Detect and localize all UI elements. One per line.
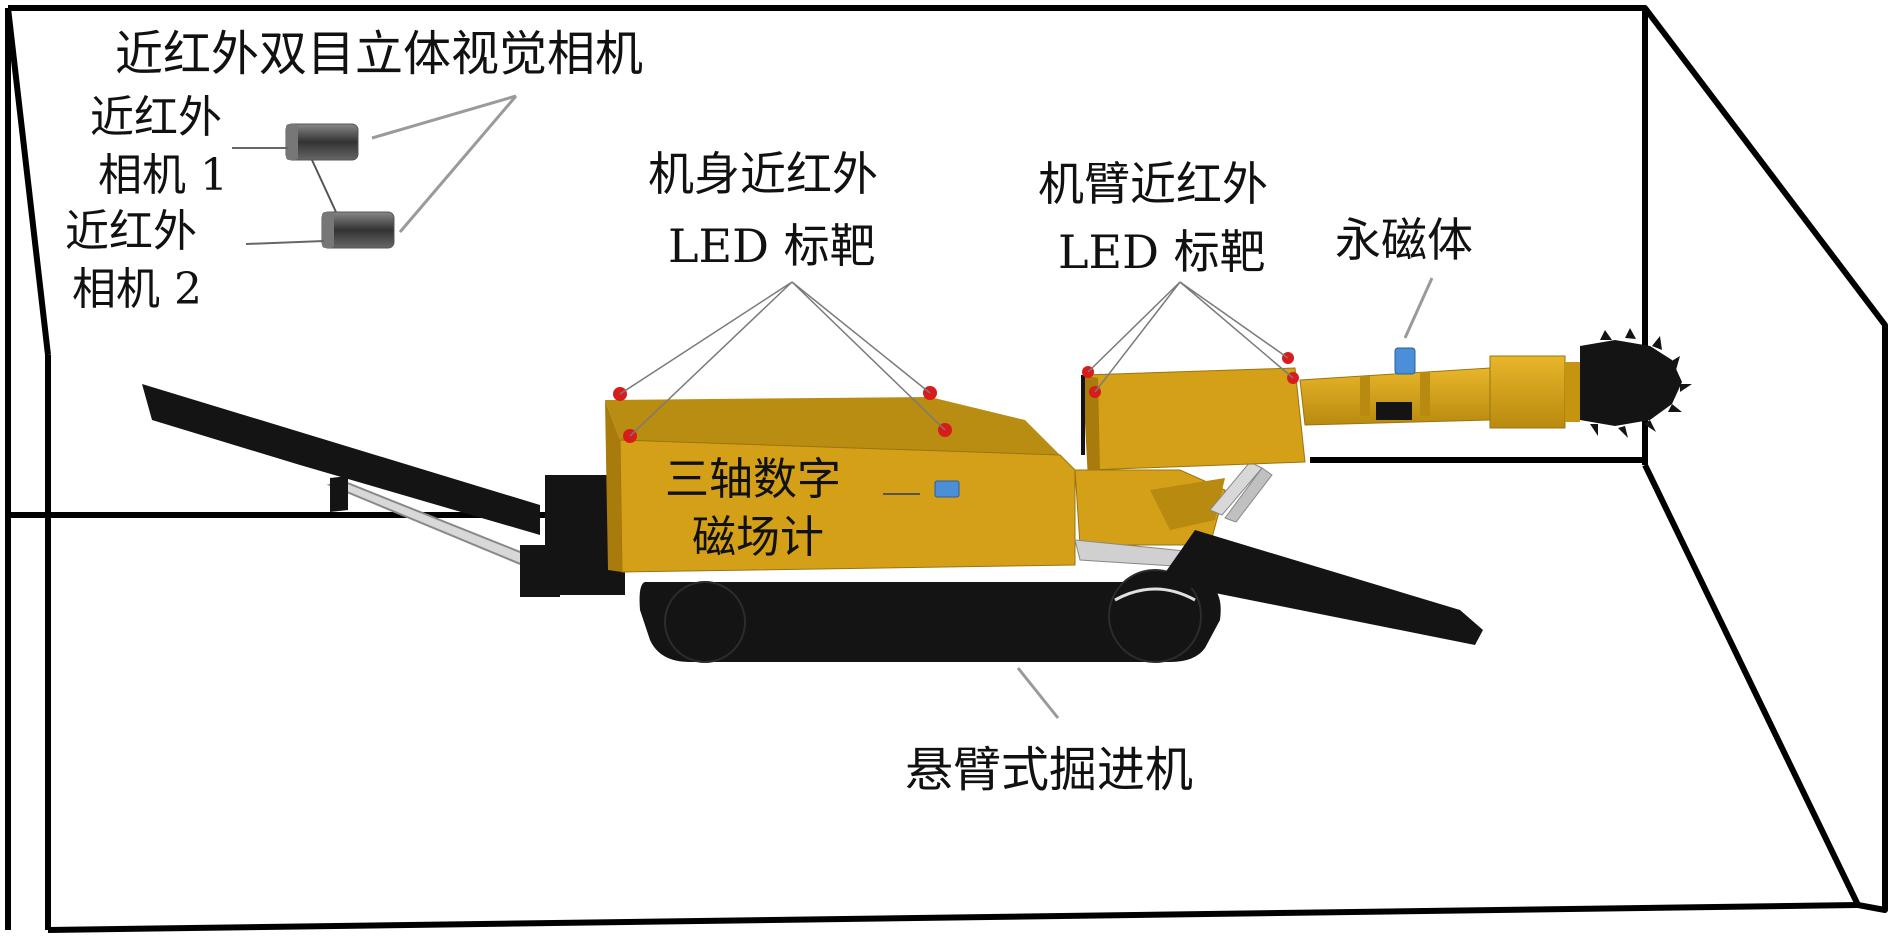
machine-body bbox=[619, 439, 1076, 573]
body-led-label-line1: 机身近红外 bbox=[648, 147, 878, 201]
camera1-label-line1: 近红外 bbox=[90, 92, 222, 143]
camera2-label-line1: 近红外 bbox=[65, 206, 197, 257]
led-target-leaders bbox=[619, 281, 1294, 437]
rear-conveyor bbox=[142, 384, 540, 535]
arm-led-label-line1: 机臂近红外 bbox=[1038, 157, 1268, 211]
machine-label: 悬臂式掘进机 bbox=[905, 742, 1193, 798]
machine-leader bbox=[1016, 667, 1060, 719]
roadheader-machine bbox=[142, 328, 1692, 663]
body-led-label-line2: LED 标靶 bbox=[668, 219, 876, 273]
camera2-label-line2: 相机 2 bbox=[72, 264, 202, 315]
nir-camera-1 bbox=[232, 123, 359, 161]
tri-axis-magnetometer bbox=[934, 480, 960, 498]
cutter-head bbox=[1580, 328, 1692, 438]
permanent-magnet bbox=[1394, 347, 1416, 375]
magnet-label: 永磁体 bbox=[1335, 213, 1473, 267]
camera1-label-line2: 相机 1 bbox=[98, 150, 228, 201]
arm-housing bbox=[1082, 367, 1306, 471]
arm-led-label-line2: LED 标靶 bbox=[1058, 225, 1266, 279]
machine-body-top bbox=[605, 397, 1060, 455]
magnet-leader bbox=[1403, 277, 1434, 339]
nir-camera-2 bbox=[245, 211, 395, 249]
roadway-box bbox=[5, 5, 1888, 933]
camera-link-line bbox=[311, 159, 337, 213]
magnetometer-label-line1: 三轴数字 bbox=[665, 454, 841, 505]
front-loader bbox=[1160, 530, 1483, 645]
magnetometer-label-line2: 磁场计 bbox=[692, 512, 824, 563]
stereo-camera-leaders bbox=[371, 94, 518, 233]
crawler-track bbox=[639, 582, 1221, 662]
stereo-camera-label: 近红外双目立体视觉相机 bbox=[115, 26, 643, 82]
